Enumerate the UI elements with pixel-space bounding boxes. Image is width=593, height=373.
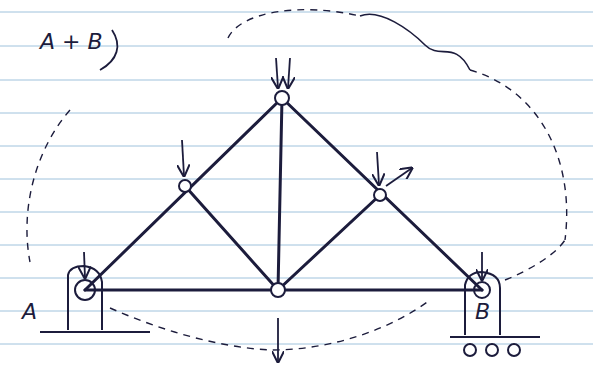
supports [40,266,540,356]
scribble [360,14,470,70]
support-label: B [475,300,490,324]
ruled-lines [0,12,593,344]
title-bracket [100,30,117,70]
joints [179,91,386,297]
truss-members [85,98,482,290]
support-label: A [22,300,37,324]
load-arrows [84,58,482,362]
title-label: A + B [40,30,103,54]
free-body-boundary [27,10,567,350]
